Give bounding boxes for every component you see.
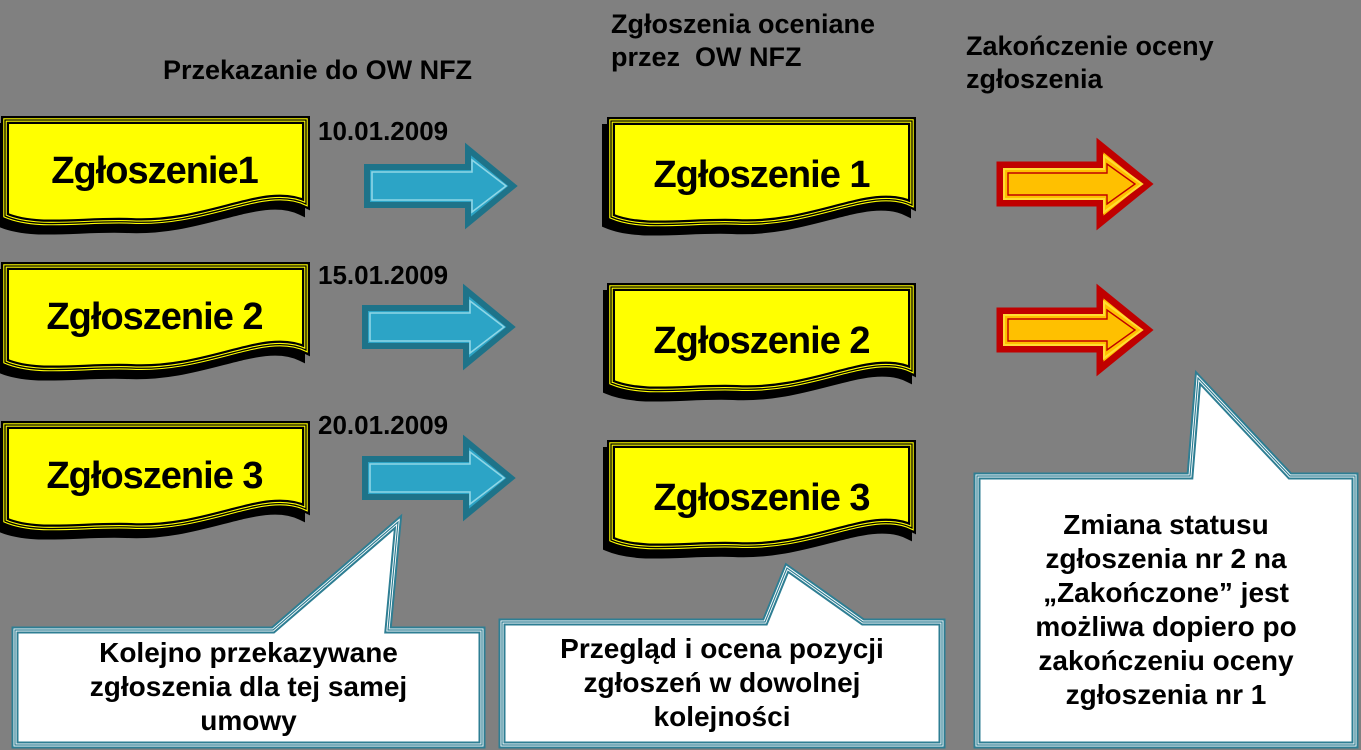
callout-text-left: Kolejno przekazywane zgłoszenia dla tej …	[89, 637, 408, 736]
header-completion: Zakończenie oceny zgłoszenia	[966, 31, 1214, 94]
header-transfer: Przekazanie do OW NFZ	[163, 55, 473, 85]
document-label-evaluated-2: Zgłoszenie 2	[653, 319, 870, 362]
date-submission-1: 10.01.2009	[318, 116, 449, 146]
document-label-sent-2: Zgłoszenie 2	[46, 295, 263, 338]
document-label-sent-1: Zgłoszenie1	[51, 149, 259, 192]
document-label-evaluated-3: Zgłoszenie 3	[653, 476, 870, 519]
document-label-evaluated-1: Zgłoszenie 1	[653, 153, 870, 196]
transfer-arrow-1	[364, 142, 518, 230]
date-submission-3: 20.01.2009	[318, 410, 449, 440]
transfer-arrow-2	[362, 283, 516, 371]
completion-arrow-2	[996, 283, 1154, 377]
completion-arrow-1	[996, 137, 1154, 231]
document-label-sent-3: Zgłoszenie 3	[46, 454, 263, 497]
header-evaluated: Zgłoszenia oceniane przez OW NFZ	[611, 9, 876, 72]
callout-text-right: Zmiana statusu zgłoszenia nr 2 na „Zakoń…	[1035, 509, 1297, 710]
callout-text-middle: Przegląd i ocena pozycji zgłoszeń w dowo…	[560, 633, 884, 732]
date-submission-2: 15.01.2009	[318, 260, 449, 290]
transfer-arrow-3	[362, 434, 516, 522]
